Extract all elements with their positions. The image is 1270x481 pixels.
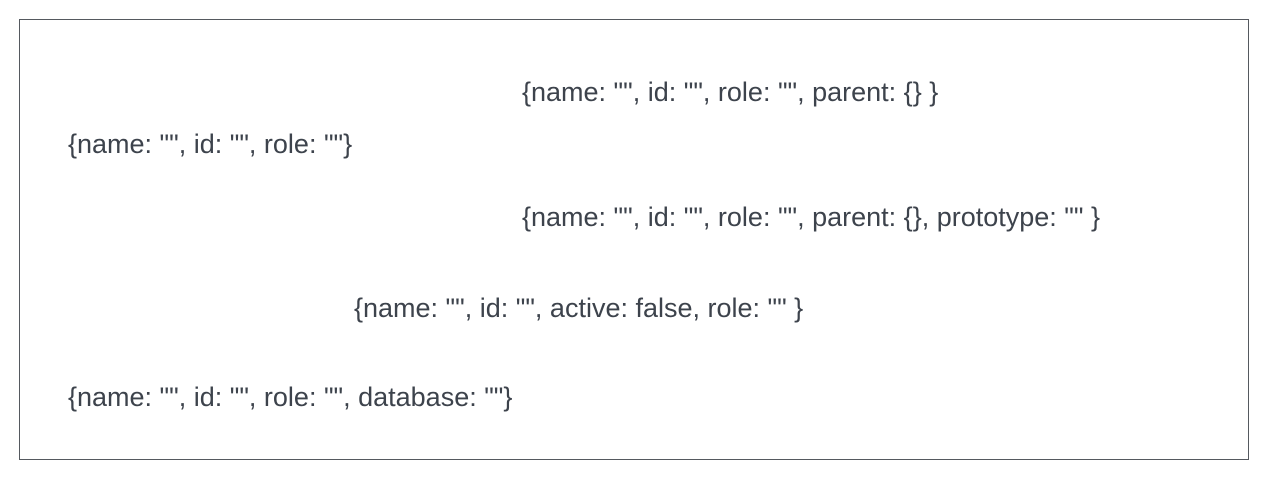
object-literal-active: {name: "", id: "", active: false, role: … bbox=[354, 293, 804, 323]
object-literal-base: {name: "", id: "", role: ""} bbox=[68, 129, 353, 159]
object-literal-parent: {name: "", id: "", role: "", parent: {} … bbox=[522, 77, 939, 107]
object-literal-database: {name: "", id: "", role: "", database: "… bbox=[68, 382, 513, 412]
object-literal-prototype: {name: "", id: "", role: "", parent: {},… bbox=[522, 202, 1100, 232]
diagram-frame bbox=[19, 19, 1249, 460]
